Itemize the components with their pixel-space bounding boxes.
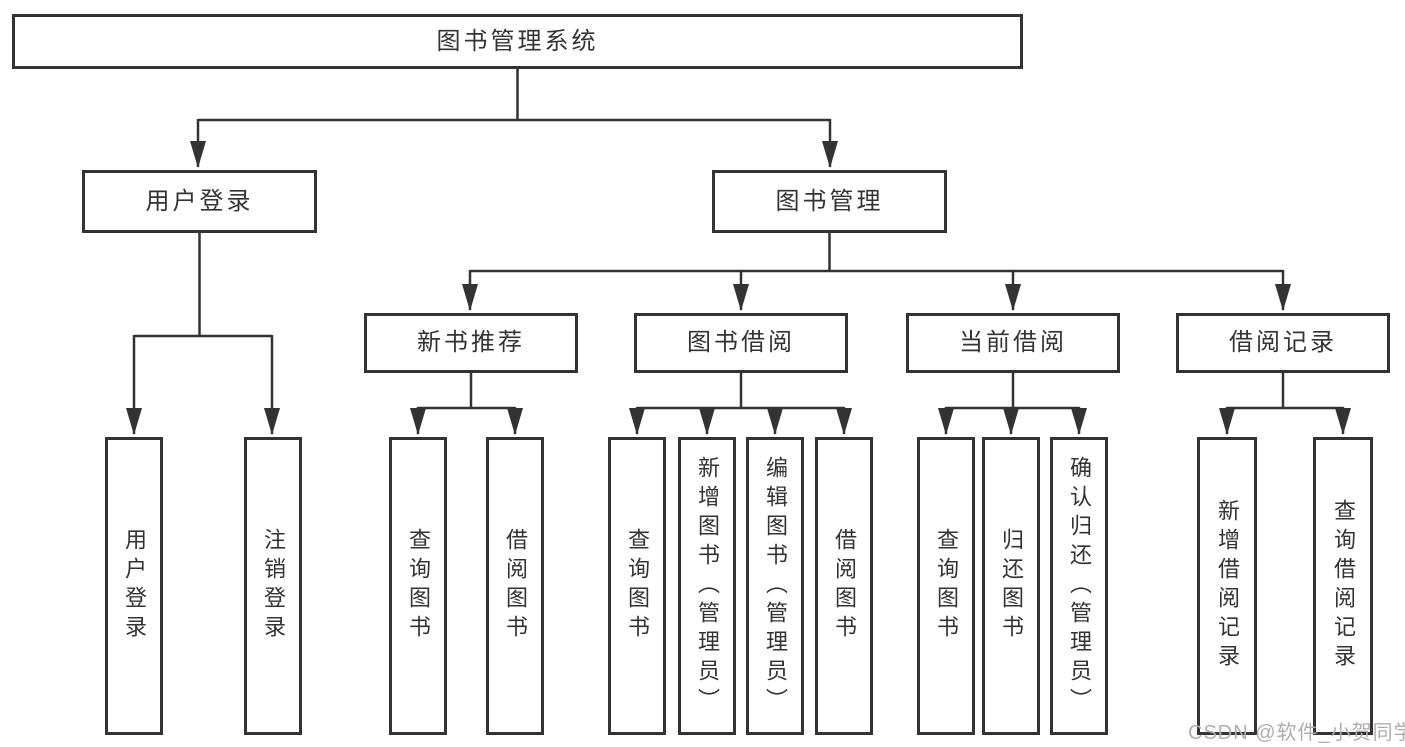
node-label: 借阅图书 (832, 528, 857, 644)
node-library-management-system: 图书管理系统 (12, 14, 1023, 69)
leaf-query-books-recommend: 查询图书 (389, 437, 447, 735)
node-label: 图书借阅 (687, 329, 795, 356)
node-label: 当前借阅 (959, 329, 1067, 356)
node-label: 查询图书 (406, 528, 431, 644)
leaf-query-borrow-record: 查询借阅记录 (1313, 437, 1373, 735)
leaf-edit-books-admin: 编辑图书（管理员） (746, 437, 804, 735)
leaf-query-books-borrowing: 查询图书 (608, 437, 666, 735)
leaf-borrow-books-recommend: 借阅图书 (486, 437, 544, 735)
leaf-return-books: 归还图书 (982, 437, 1040, 735)
node-label: 图书管理系统 (436, 27, 599, 55)
node-label: 图书管理 (775, 187, 884, 215)
node-new-book-recommendation: 新书推荐 (364, 313, 578, 373)
leaf-add-books-admin: 新增图书（管理员） (678, 437, 736, 735)
csdn-watermark: CSDN @软件_小贺同学 (1188, 722, 1405, 744)
node-label: 查询图书 (625, 528, 650, 644)
node-label: 注销登录 (261, 528, 286, 644)
leaf-query-books-current: 查询图书 (917, 437, 975, 735)
leaf-logout: 注销登录 (244, 437, 302, 735)
node-label: 用户登录 (122, 528, 147, 644)
node-label: 新增借阅记录 (1215, 499, 1240, 673)
leaf-add-borrow-record: 新增借阅记录 (1197, 437, 1257, 735)
node-label: 确认归还（管理员） (1067, 455, 1092, 717)
node-book-borrowing: 图书借阅 (634, 313, 848, 373)
node-label: 编辑图书（管理员） (763, 455, 788, 717)
node-user-login: 用户登录 (82, 170, 317, 233)
node-book-management: 图书管理 (712, 170, 947, 233)
node-label: 查询借阅记录 (1331, 499, 1356, 673)
node-label: 用户登录 (145, 187, 254, 215)
node-label: 借阅图书 (503, 528, 528, 644)
leaf-user-login: 用户登录 (105, 437, 163, 735)
node-current-borrowing: 当前借阅 (906, 313, 1120, 373)
leaf-borrow-books: 借阅图书 (815, 437, 873, 735)
node-label: 借阅记录 (1229, 329, 1337, 356)
node-label: 查询图书 (934, 528, 959, 644)
node-borrowing-records: 借阅记录 (1176, 313, 1390, 373)
node-label: 新增图书（管理员） (695, 455, 720, 717)
node-label: 归还图书 (999, 528, 1024, 644)
leaf-confirm-return-admin: 确认归还（管理员） (1050, 437, 1108, 735)
node-label: 新书推荐 (417, 329, 525, 356)
